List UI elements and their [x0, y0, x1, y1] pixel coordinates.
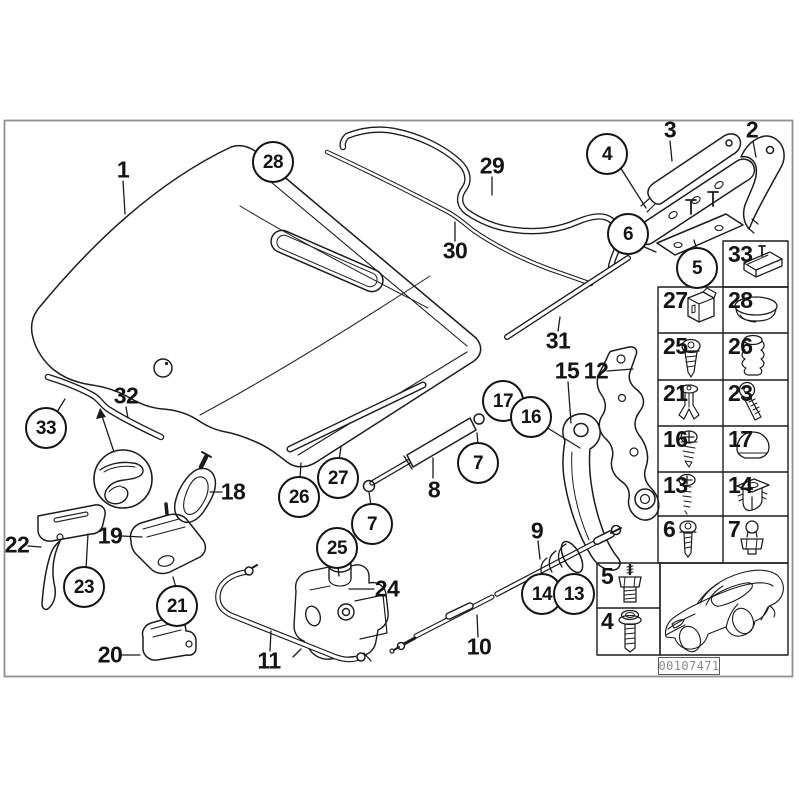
table-cell-label-17: 17 — [728, 426, 753, 452]
oval-plug-icon — [734, 296, 778, 323]
cap-plug-icon — [736, 431, 770, 459]
callout-4: 4 — [586, 133, 628, 175]
callout-3: 3 — [663, 116, 677, 143]
callout-7-left: 7 — [351, 503, 393, 545]
parts-table-grid — [596, 240, 789, 656]
callout-12: 12 — [583, 357, 609, 384]
lever-bracket — [596, 346, 660, 521]
frame-border — [3, 119, 794, 678]
hood-vent-slot — [270, 229, 384, 293]
callout-21: 21 — [156, 585, 198, 627]
callout-28: 28 — [252, 141, 294, 183]
torx-bolt-icon — [738, 381, 762, 421]
washer-nozzle-hole — [153, 358, 173, 378]
image-code-box: 00107471 — [658, 657, 720, 675]
phillips-screw-icon — [680, 430, 698, 468]
table-part-icons — [618, 245, 783, 653]
callout-26: 26 — [278, 476, 320, 518]
lower-bracket — [141, 615, 197, 661]
table-cell-label-16: 16 — [663, 426, 688, 452]
seal-strip-32 — [44, 373, 165, 441]
bowden-cable-9 — [494, 524, 622, 597]
hinge-assembly — [636, 133, 785, 256]
callout-13: 13 — [553, 573, 595, 615]
long-screw-icon — [678, 473, 696, 515]
callout-20: 20 — [97, 641, 123, 668]
bowden-cable-11 — [215, 564, 366, 663]
callout-5: 5 — [676, 247, 718, 289]
table-cell-label-23: 23 — [728, 380, 753, 406]
callout-32: 32 — [113, 382, 139, 409]
callout-10: 10 — [466, 633, 492, 660]
expansion-nut-icon — [736, 478, 770, 512]
table-cell-label-14: 14 — [728, 472, 753, 498]
ball-grommet-icon — [740, 520, 764, 555]
torx-screw-icon — [679, 520, 697, 558]
arrow-head — [96, 408, 106, 419]
callout-6: 6 — [607, 213, 649, 255]
callout-2: 2 — [745, 116, 759, 143]
table-cell-label-5: 5 — [601, 563, 614, 589]
table-cell-label-28: 28 — [728, 287, 753, 313]
table-cell-label-21: 21 — [663, 380, 688, 406]
hood-panel — [30, 144, 482, 468]
car-thumbnail — [664, 569, 784, 653]
cage-clip-icon — [687, 287, 717, 323]
callout-8: 8 — [427, 476, 441, 503]
callout-9: 9 — [530, 517, 544, 544]
front-edge-strip — [286, 381, 427, 453]
callout-16: 16 — [510, 396, 552, 438]
callout-23: 23 — [63, 566, 105, 608]
callout-22: 22 — [4, 531, 30, 558]
rubber-buffer-icon — [741, 334, 765, 376]
stud-with-nut-icon — [618, 563, 642, 603]
release-lever-assembly — [37, 504, 106, 611]
callout-19: 19 — [97, 522, 123, 549]
latch-piece — [129, 502, 207, 575]
callout-24: 24 — [374, 575, 400, 602]
release-lever — [562, 413, 621, 571]
expansion-rivet-icon — [678, 384, 700, 420]
flange-bolt-icon — [618, 609, 642, 653]
seal-strip-31 — [504, 255, 631, 340]
callout-30: 30 — [442, 237, 468, 264]
table-cell-label-25: 25 — [663, 333, 688, 359]
callout-15: 15 — [554, 357, 580, 384]
table-cell-label-27: 27 — [663, 287, 688, 313]
seal-strip-29 — [339, 126, 623, 272]
bowden-cable-10 — [389, 594, 495, 654]
table-cell-label-4: 4 — [601, 608, 614, 634]
seal-strip-30 — [324, 149, 594, 287]
magnifier-detail — [93, 408, 153, 509]
table-cell-label-33: 33 — [728, 241, 753, 267]
clip-sensor-icon — [743, 245, 783, 278]
table-cell-label-13: 13 — [663, 472, 688, 498]
pan-head-screw-icon — [681, 338, 701, 378]
safety-hook — [173, 451, 217, 524]
table-cell-label-6: 6 — [663, 516, 676, 542]
callout-29: 29 — [479, 152, 505, 179]
table-cell-label-7: 7 — [728, 516, 741, 542]
image-code: 00107471 — [658, 659, 720, 673]
callout-25: 25 — [316, 527, 358, 569]
callout-7-right: 7 — [457, 442, 499, 484]
callout-27: 27 — [317, 457, 359, 499]
callout-33: 33 — [25, 407, 67, 449]
callout-31: 31 — [545, 327, 571, 354]
gas-strut — [362, 413, 485, 493]
callout-1: 1 — [116, 156, 130, 183]
table-cell-label-26: 26 — [728, 333, 753, 359]
callout-11: 11 — [257, 647, 281, 674]
callout-18: 18 — [220, 478, 246, 505]
